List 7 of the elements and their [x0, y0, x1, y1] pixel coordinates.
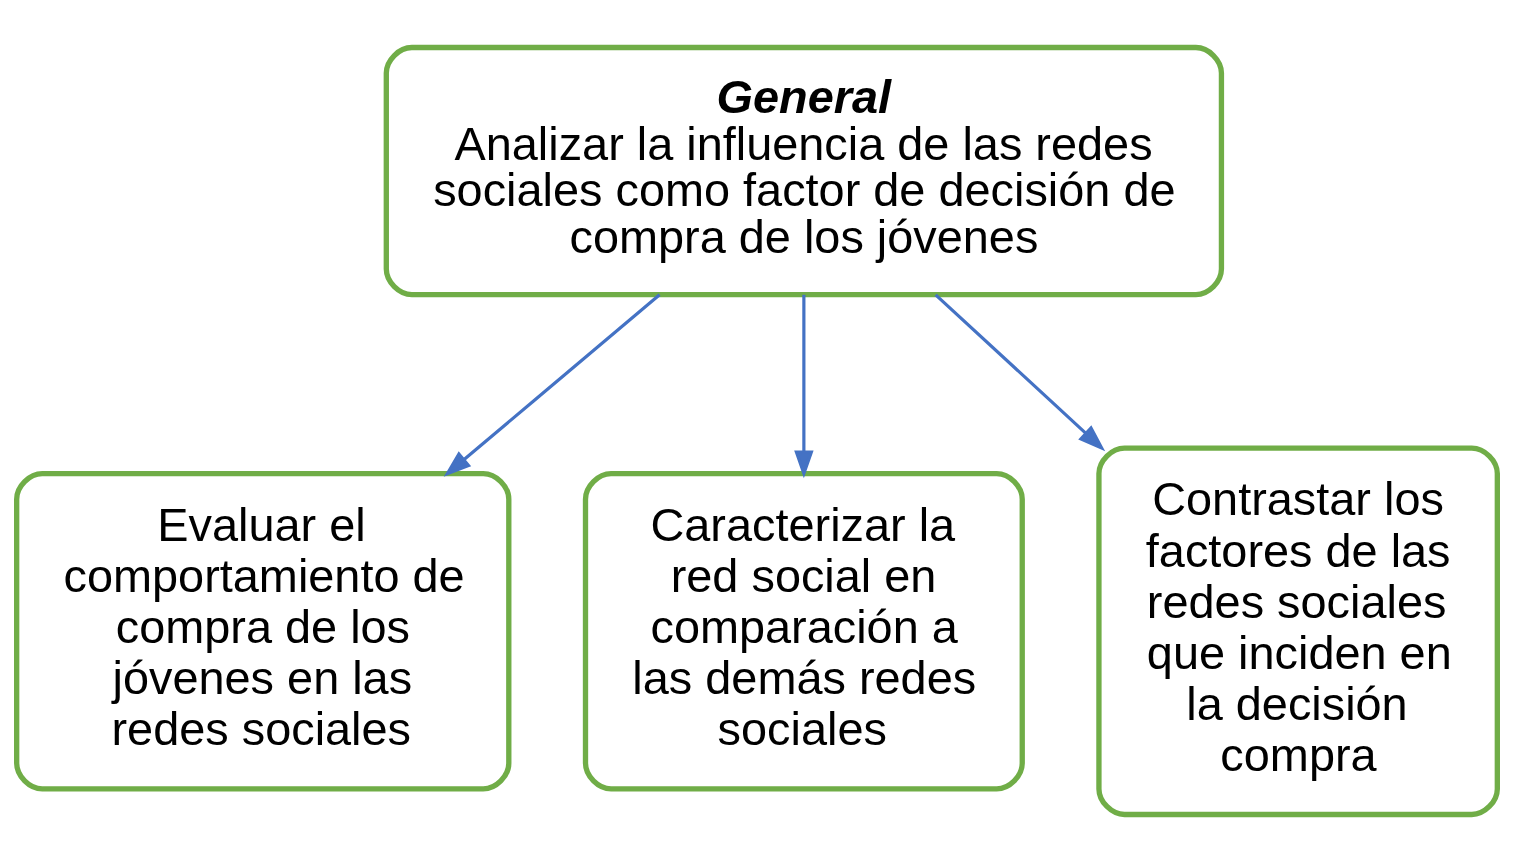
node-box: Contrastar los factores de las redes sociales que inciden en la decisión compra — [1096, 445, 1500, 818]
arrow — [934, 293, 1106, 452]
arrow — [794, 294, 814, 479]
arrow — [443, 293, 661, 477]
node-box: Evaluar el comportamiento de compra de los jóvenes en las redes sociales — [14, 470, 512, 792]
node-box: General Analizar la influencia de las redes sociales como factor de decisión de compra de los jóvenes — [383, 44, 1225, 298]
node-box: Caracterizar la red social en comparación a las demás redes sociales — [582, 470, 1025, 792]
